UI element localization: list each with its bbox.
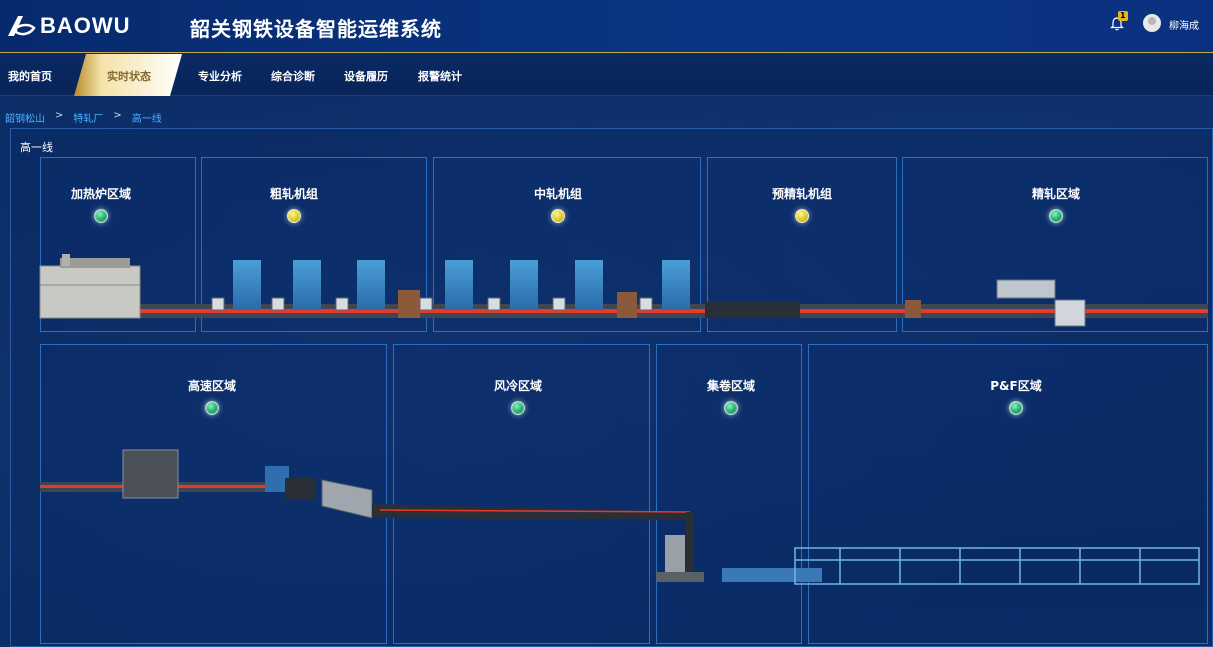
- breadcrumb-item-company[interactable]: 韶钢松山: [5, 114, 45, 125]
- rolling-bar: [140, 309, 1208, 313]
- area-label-coil-collecting: 集卷区域: [706, 379, 756, 393]
- section-title: 高一线: [20, 141, 53, 154]
- area-label-heating-furnace: 加热炉区域: [70, 187, 132, 201]
- status-light-high-speed: [205, 401, 219, 415]
- finishing-block: [996, 279, 1086, 327]
- logo-text: BAOWU: [40, 13, 131, 38]
- baowu-logo-icon: [8, 16, 36, 36]
- avatar[interactable]: [1143, 14, 1161, 32]
- app-title: 韶关钢铁设备智能运维系统: [190, 17, 442, 41]
- pre-finishing-block: [705, 302, 800, 318]
- cooling-conveyor: [372, 504, 690, 520]
- nav-comprehensive-diagnosis[interactable]: 综合诊断: [271, 70, 315, 83]
- baowu-logo: BAOWU: [6, 12, 131, 40]
- nav-alarm-statistics[interactable]: 报警统计: [418, 70, 462, 83]
- area-pf[interactable]: [808, 344, 1208, 644]
- high-speed-block: [122, 449, 315, 500]
- status-light-finishing-mill: [1049, 209, 1063, 223]
- laying-head: [321, 479, 373, 519]
- nav-active-tab-background: [74, 54, 182, 96]
- area-label-pre-finishing-mill: 预精轧机组: [771, 187, 833, 201]
- breadcrumb-separator: >: [113, 110, 122, 121]
- area-label-roughing-mill: 粗轧机组: [269, 187, 319, 201]
- shears: [398, 290, 921, 318]
- app-header: BAOWU 韶关钢铁设备智能运维系统 1 柳海成: [0, 0, 1213, 53]
- coil-collecting: [656, 535, 822, 582]
- area-air-cooling[interactable]: [393, 344, 650, 644]
- status-light-roughing-mill: [287, 209, 301, 223]
- area-label-air-cooling: 风冷区域: [493, 379, 543, 393]
- breadcrumb-item-line: 高一线: [131, 114, 162, 125]
- furnace-graphic: [39, 254, 141, 319]
- pf-conveyor: [794, 547, 1200, 585]
- status-light-pf: [1009, 401, 1023, 415]
- roughing-stands: [233, 260, 690, 310]
- status-light-pre-finishing-mill: [795, 209, 809, 223]
- status-light-coil-collecting: [724, 401, 738, 415]
- nav-equipment-history[interactable]: 设备履历: [344, 70, 388, 83]
- status-light-intermediate-mill: [551, 209, 565, 223]
- breadcrumb-separator: >: [55, 110, 64, 121]
- username[interactable]: 柳海成: [1169, 21, 1199, 32]
- breadcrumb-item-plant[interactable]: 特轧厂: [73, 114, 104, 125]
- notification-badge: 1: [1118, 11, 1128, 21]
- stand-motors: [211, 297, 653, 311]
- area-label-finishing-mill: 精轧区域: [1031, 187, 1081, 201]
- area-label-intermediate-mill: 中轧机组: [533, 187, 583, 201]
- area-coil-collecting[interactable]: [656, 344, 802, 644]
- status-light-heating-furnace: [94, 209, 108, 223]
- area-label-high-speed: 高速区域: [187, 379, 237, 393]
- nav-professional-analysis[interactable]: 专业分析: [198, 70, 242, 83]
- nav-realtime-status[interactable]: 实时状态: [107, 70, 151, 83]
- main-nav: 我的首页 实时状态 专业分析 综合诊断 设备履历 报警统计: [0, 54, 1213, 96]
- breadcrumb: 韶钢松山 > 特轧厂 > 高一线: [5, 110, 162, 125]
- area-intermediate-mill[interactable]: [433, 157, 701, 332]
- nav-home[interactable]: 我的首页: [8, 70, 52, 83]
- status-light-air-cooling: [511, 401, 525, 415]
- area-label-pf: P&F区域: [990, 379, 1042, 393]
